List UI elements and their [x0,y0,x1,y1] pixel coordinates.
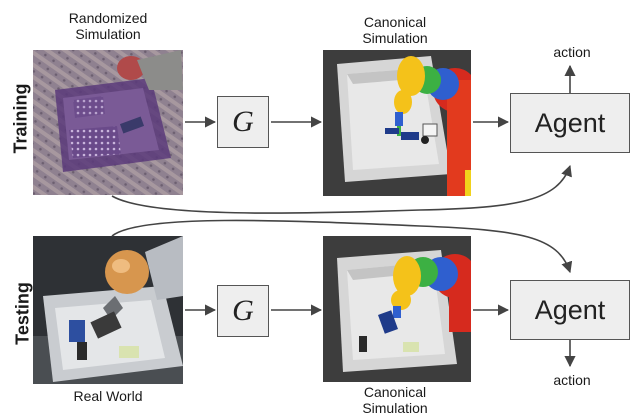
action-label-top: action [553,44,591,60]
randomized-label-line1: Randomized [68,10,148,26]
canonical-top-label-line2: Simulation [362,30,428,46]
canonical-simulation-top-label: Canonical Simulation [345,14,445,46]
canonical-simulation-bottom-image [323,236,471,382]
agent-box-top: Agent [510,93,630,153]
arrow-randomized-curve-to-agent [111,164,572,214]
canonical-simulation-top-image [323,50,471,196]
arrow-real-world-curve-to-agent [111,219,573,274]
randomized-simulation-image [33,50,183,195]
randomized-label-line2: Simulation [75,26,141,42]
canonical-bottom-label-line2: Simulation [362,400,428,416]
canonical-bottom-label-line1: Canonical [363,384,427,400]
canonical-top-label-line1: Canonical [363,14,427,30]
action-label-bottom: action [553,372,591,388]
real-world-image [33,236,183,384]
canonical-simulation-bottom-label: Canonical Simulation [345,384,445,416]
randomized-simulation-label: Randomized Simulation [58,10,158,42]
real-world-label: Real World [73,388,143,404]
generator-box-bottom: G [217,285,269,337]
generator-box-top: G [217,96,269,148]
agent-box-bottom: Agent [510,280,630,340]
